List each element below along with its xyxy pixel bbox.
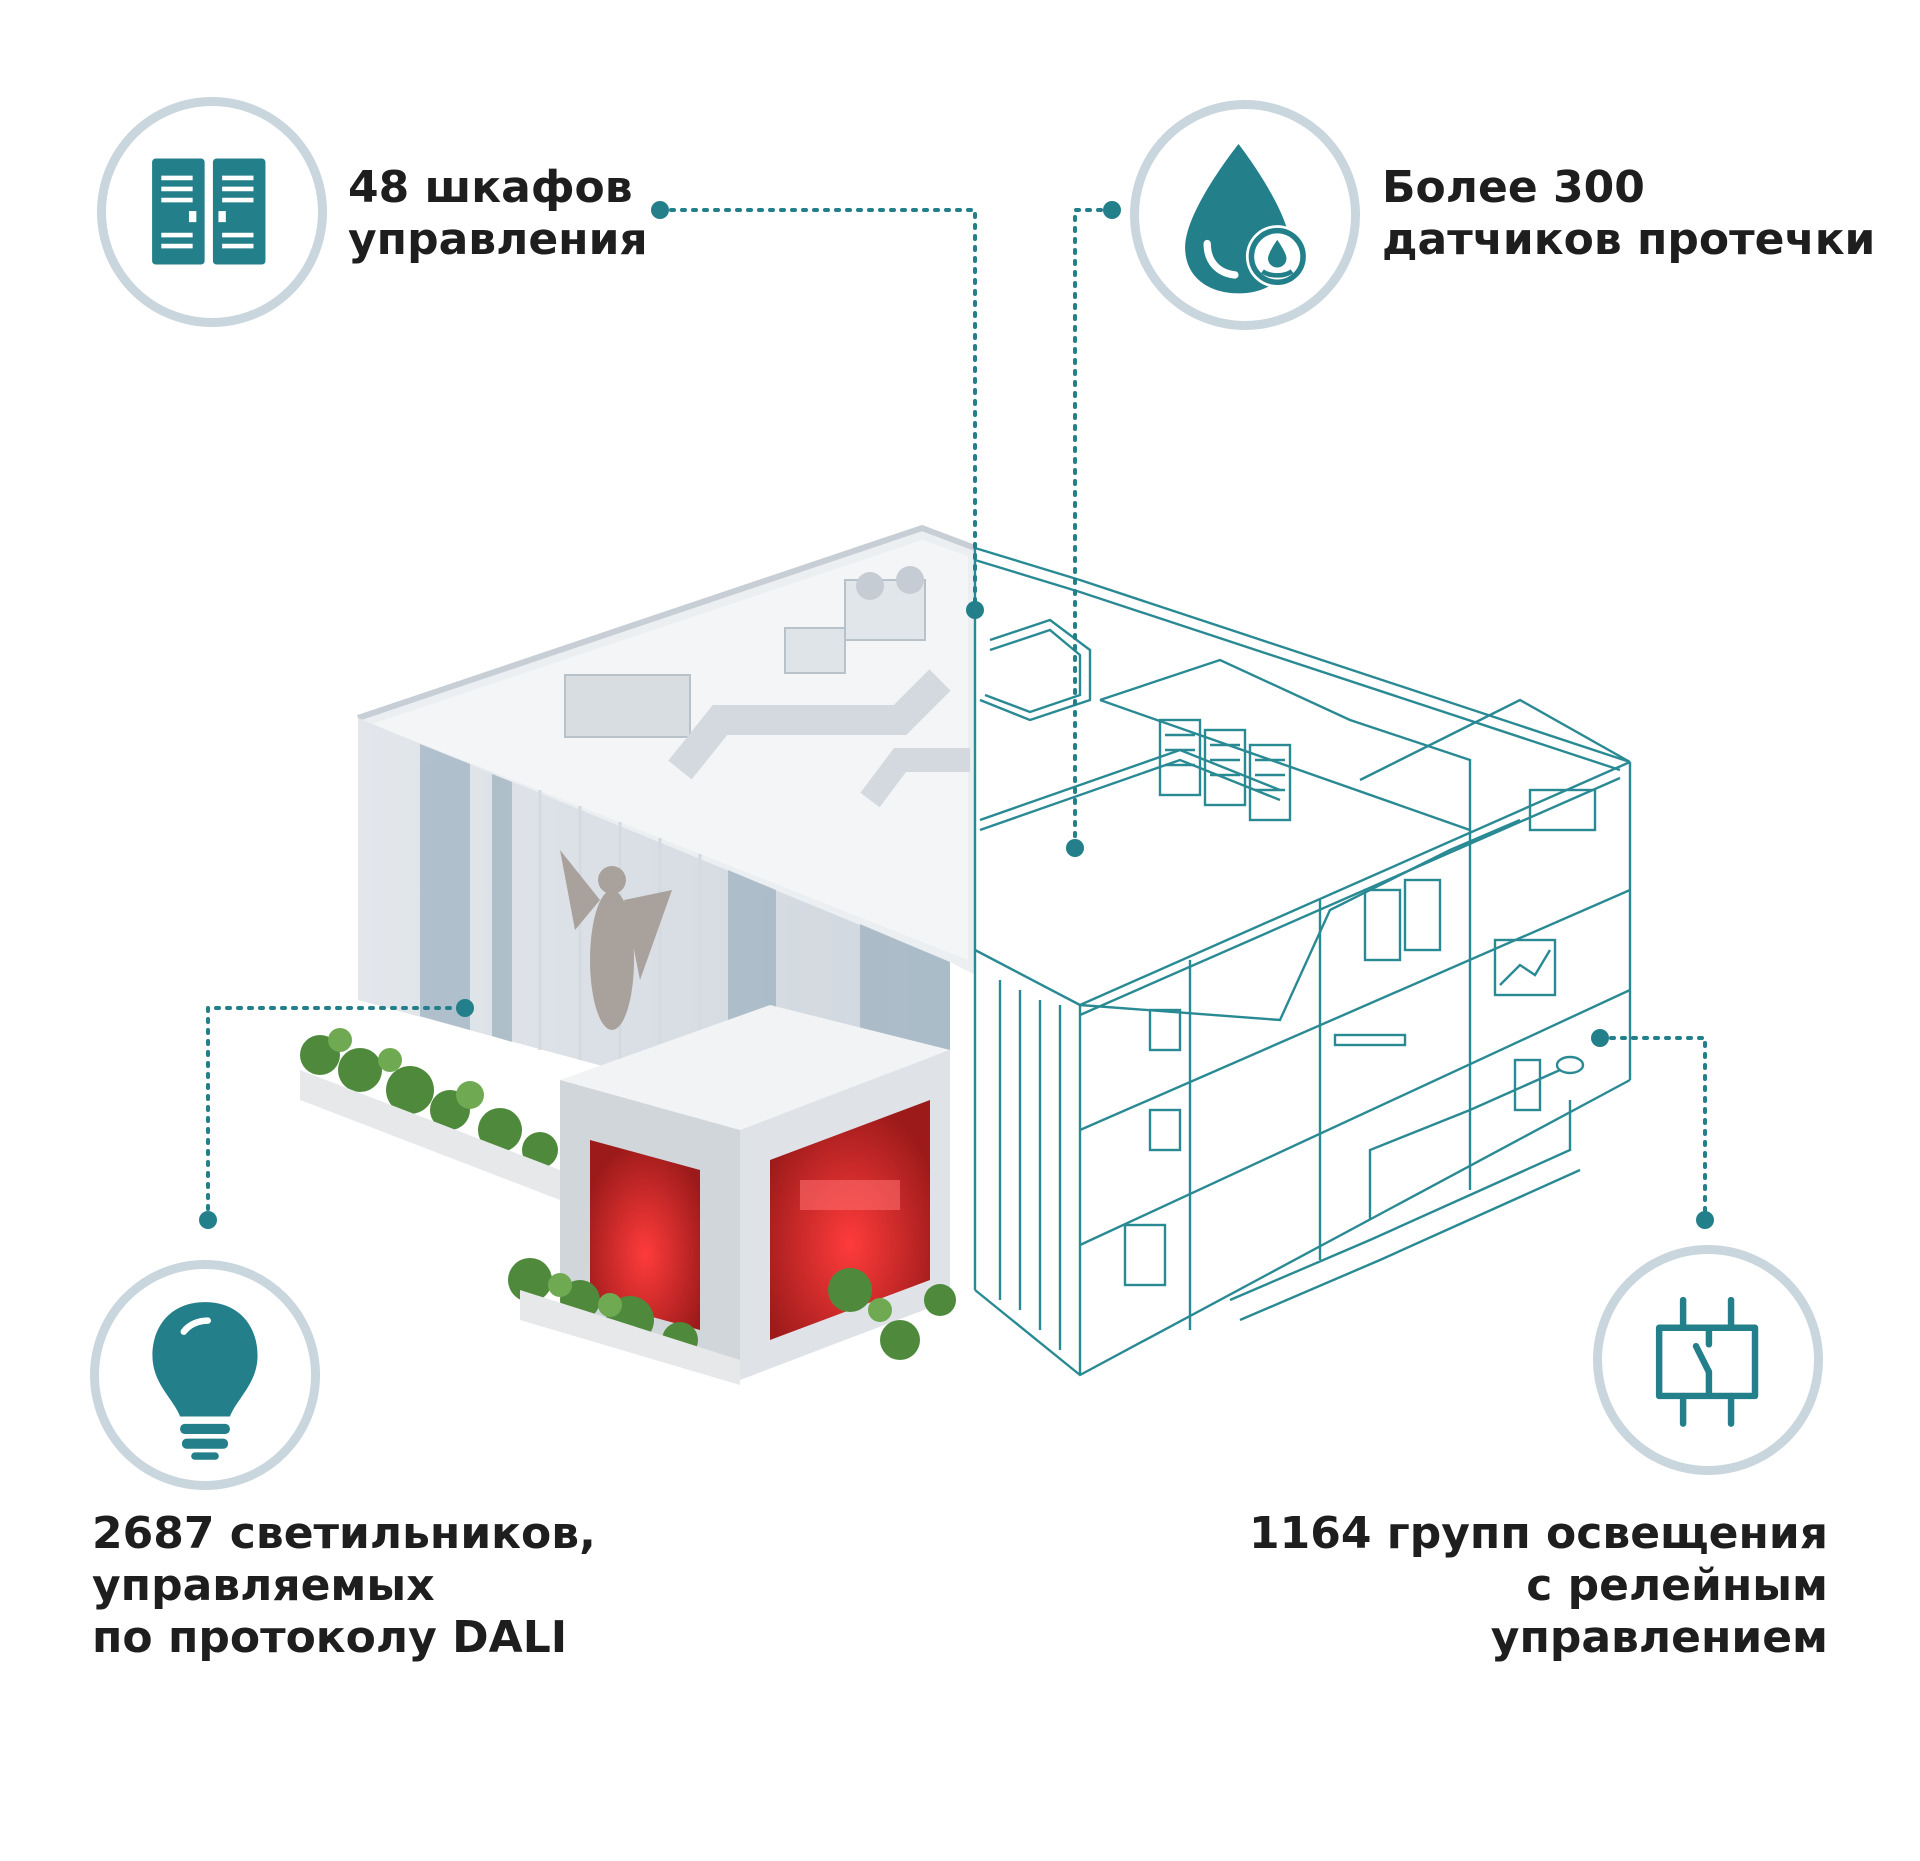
leak-icon-ring [1130,100,1360,330]
relay-switch-icon [1655,1296,1759,1427]
leak-caption-line1: Более 300 [1382,162,1645,213]
groups-caption-line3: управлением [1490,1612,1828,1663]
light-bulb-icon [152,1302,258,1460]
lights-icon-ring [90,1260,320,1490]
statue-sculpture [560,850,672,1030]
water-drop-sensor-icon [1185,144,1309,294]
cabinets-caption-line2: управления [348,214,648,265]
blueprint-building-half [973,546,1632,1377]
groups-caption-line2: с релейным [1526,1560,1828,1611]
groups-icon-ring [1593,1245,1823,1475]
lights-caption-line1: 2687 светильников, [92,1508,596,1559]
cabinets-caption-line1: 48 шкафов [348,162,633,213]
rendered-building-half [300,524,977,1385]
lights-caption-line3: по протоколу DALI [92,1612,568,1663]
cabinets-icon-ring [97,97,327,327]
groups-caption: 1164 групп освещения с релейным управлен… [1249,1508,1828,1664]
cabinets-caption: 48 шкафов управления [348,162,648,266]
leak-caption: Более 300 датчиков протечки [1382,162,1875,266]
server-cabinet-icon [152,158,266,265]
leader-lines [206,208,1707,1222]
leak-caption-line2: датчиков протечки [1382,214,1876,265]
lights-caption-line2: управляемых [92,1560,435,1611]
lights-caption: 2687 светильников, управляемых по проток… [92,1508,596,1664]
leader-dots [199,201,1714,1229]
groups-caption-line1: 1164 групп освещения [1248,1508,1828,1559]
